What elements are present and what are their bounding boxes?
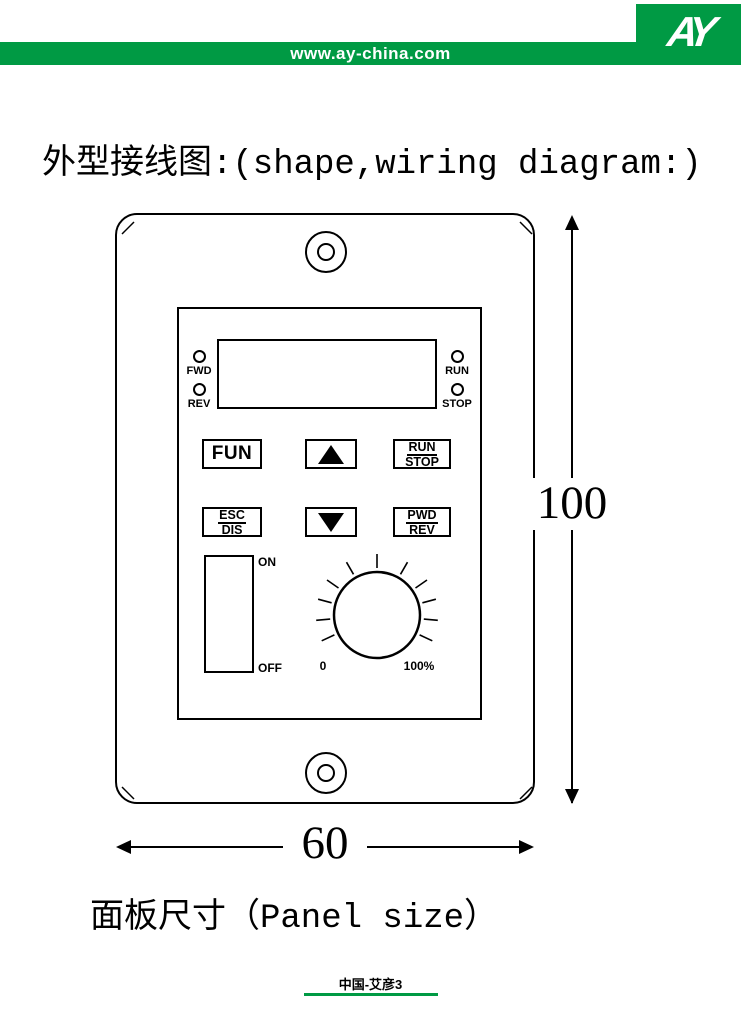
height-dimension-value: 100 [531,477,613,530]
height-arrow-top-icon [565,215,579,230]
led-rev-label: REV [187,398,211,410]
page-title: 外型接线图:(shape,wiring diagram:) [42,146,702,184]
panel-size-caption: 面板尺寸（Panel size） [90,900,499,938]
pwd-rev-button-top: PWD [406,507,438,524]
display-screen [217,339,437,409]
led-rev [193,383,206,396]
switch-on-label: ON [258,555,276,569]
screw-hole-top-inner [317,243,335,261]
panel-corner-bevel-marks [121,221,533,800]
potentiometer-knob [316,554,438,660]
led-stop [451,383,464,396]
up-arrow-icon [318,444,344,464]
pwd-rev-button: PWD REV [393,507,451,537]
led-fwd [193,350,206,363]
led-run-label: RUN [445,365,469,377]
esc-dis-button: ESC DIS [202,507,262,537]
power-switch [204,555,254,673]
run-stop-button: RUN STOP [393,439,451,469]
esc-dis-button-bottom: DIS [221,522,243,537]
run-stop-button-top: RUN [407,439,437,456]
knob-max-label: 100% [403,659,435,673]
down-arrow-icon [318,512,344,532]
up-arrow-button [305,439,357,469]
footer-divider [304,993,438,996]
width-arrow-right-icon [519,840,534,854]
width-dimension-value: 60 [283,817,367,870]
height-arrow-bottom-icon [565,789,579,804]
led-fwd-label: FWD [186,365,212,377]
header-bar: www.ay-china.com [0,42,741,65]
fun-button: FUN [202,439,262,469]
brand-logo: AY [636,4,741,59]
esc-dis-button-top: ESC [218,507,246,524]
led-stop-label: STOP [442,398,472,410]
led-run [451,350,464,363]
website-url: www.ay-china.com [290,43,451,63]
footer-text: 中国-艾彦3 [338,977,403,992]
width-arrow-left-icon [116,840,131,854]
switch-off-label: OFF [258,661,282,675]
screw-hole-bottom [305,752,347,794]
knob-min-label: 0 [319,659,327,673]
pwd-rev-button-bottom: REV [409,522,435,537]
control-area-outline [177,307,482,720]
screw-hole-top [305,231,347,273]
panel-drawing: FWD REV RUN STOP FUN RUN STOP ESC DIS PW… [115,213,535,804]
screw-hole-bottom-inner [317,764,335,782]
brand-logo-text: AY [664,7,713,55]
down-arrow-button [305,507,357,537]
run-stop-button-bottom: STOP [405,454,439,469]
